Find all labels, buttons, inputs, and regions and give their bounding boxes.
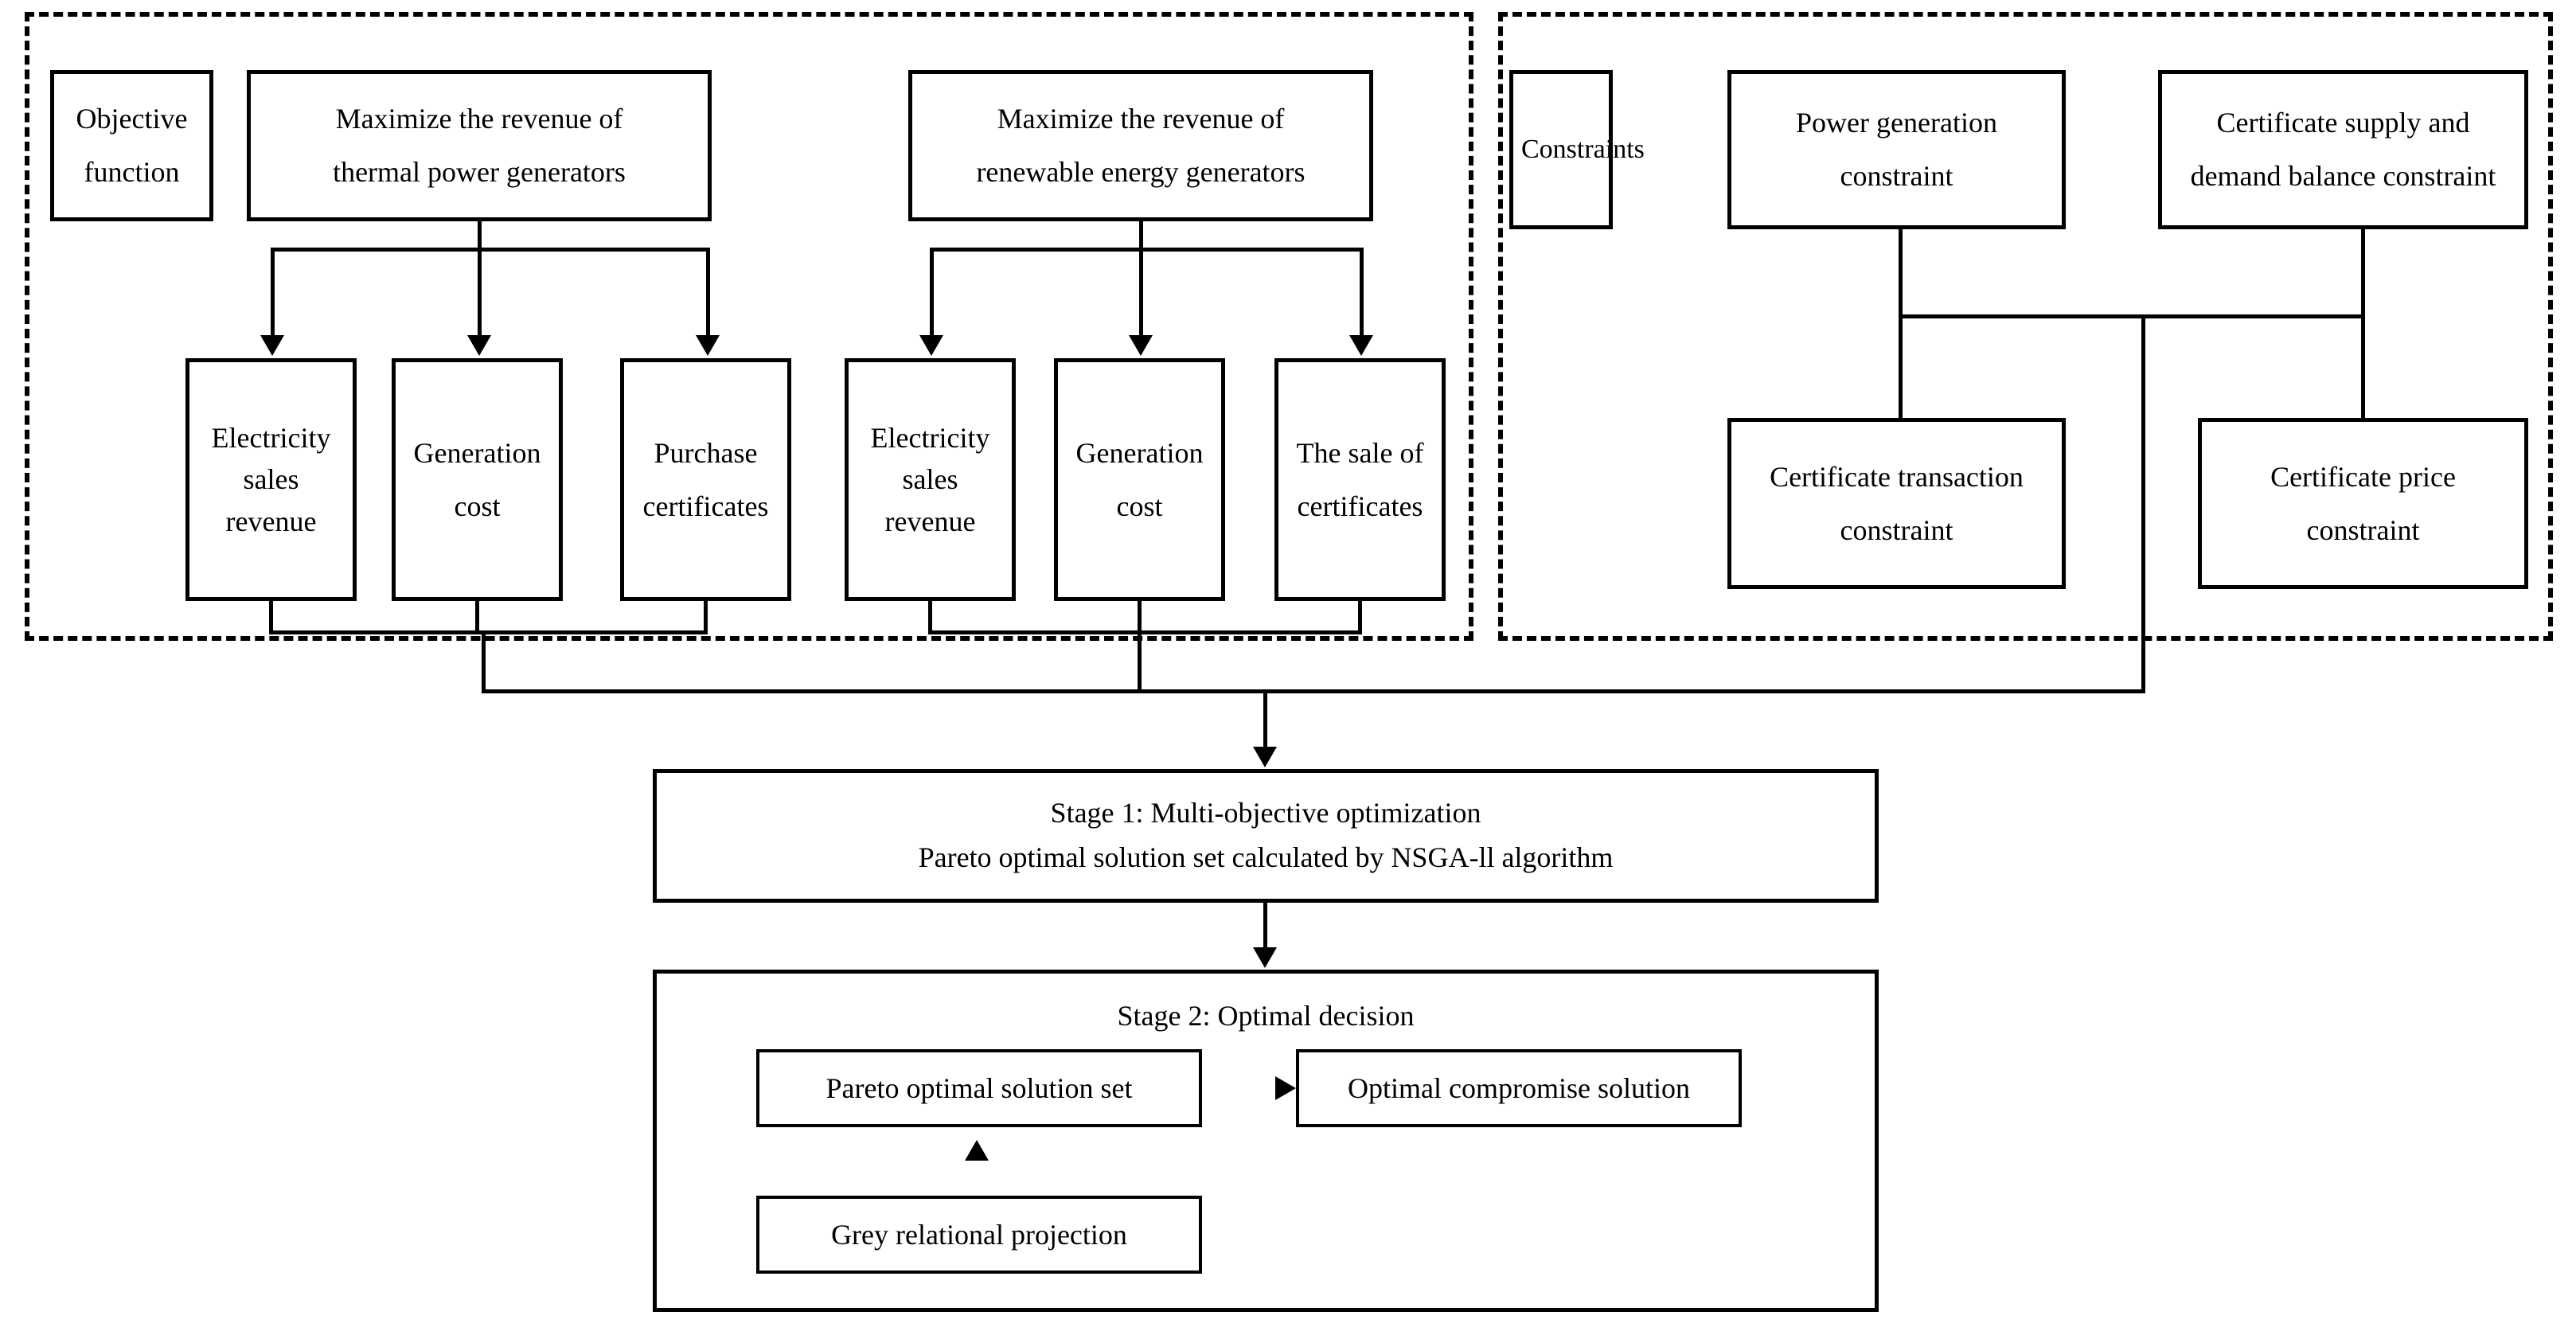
renewable-fanin-stem [1138,630,1142,693]
renewable-fanout-stem [1139,221,1143,252]
stage2-optimal-compromise-box[interactable]: Optimal compromise solution [1296,1049,1742,1127]
stage2-title: Stage 2: Optimal decision [1117,1000,1415,1032]
renewable-fanin-riser-2 [1138,601,1142,634]
constraint-cert-supply-downlink [2361,229,2365,418]
renewable-drop-1 [930,248,934,337]
renewable-arrowhead-2 [1129,335,1153,356]
constraint-certificate-price-box[interactable]: Certificate price constraint [2198,418,2528,589]
thermal-term-purchase-certificates[interactable]: Purchase certificates [620,358,791,601]
objective-function-label-box[interactable]: Objective function [50,70,213,221]
renewable-fanin-bus [928,630,1362,634]
objective-renewable-box[interactable]: Maximize the revenue of renewable energy… [908,70,1373,221]
stage2-pareto-set-box[interactable]: Pareto optimal solution set [756,1049,1202,1127]
constraint-certificate-supply-line2: demand balance constraint [2190,160,2496,192]
constraint-group-output-stem [2141,314,2145,693]
stage2-grey-projection-box[interactable]: Grey relational projection [756,1196,1202,1274]
renewable-term-3-line1: The sale of [1296,436,1424,469]
objective-thermal-line2: thermal power generators [333,156,626,188]
thermal-term-2-line2: cost [454,490,501,522]
renewable-fanout-bus [930,248,1364,252]
objective-thermal-box[interactable]: Maximize the revenue of thermal power ge… [247,70,712,221]
constraint-certificate-transaction-line2: constraint [1840,513,1953,546]
pareto-to-compromise-arrowhead [1275,1076,1296,1100]
renewable-term-2-line1: Generation [1075,436,1204,469]
objective-renewable-line2: renewable energy generators [976,156,1306,188]
constraint-power-generation-box[interactable]: Power generation constraint [1727,70,2066,229]
objective-function-label-line2: function [84,156,180,188]
constraint-power-gen-downlink [1899,229,1903,418]
renewable-term-1-line1: Electricity [870,422,990,455]
thermal-term-generation-cost[interactable]: Generation cost [392,358,563,601]
thermal-term-3-line2: certificates [642,490,769,522]
thermal-drop-2 [478,248,482,337]
stage2-arrowhead [1253,947,1277,968]
renewable-arrowhead-1 [919,335,943,356]
renewable-fanin-riser-1 [928,601,932,634]
constraint-power-generation-line1: Power generation [1796,107,1997,139]
grey-to-pareto-arrowhead [965,1140,989,1161]
stage2-pareto-set-label: Pareto optimal solution set [825,1071,1133,1104]
renewable-term-1-line2: sales [902,463,958,496]
thermal-fanin-stem [482,630,486,693]
thermal-fanin-riser-2 [475,601,479,634]
thermal-fanin-bus [269,630,708,634]
constraints-label-box[interactable]: Constraints [1509,70,1645,229]
renewable-term-2-line2: cost [1116,490,1163,522]
thermal-term-2-line1: Generation [413,436,541,469]
constraints-label-line1: Constraints [1521,134,1645,164]
renewable-term-1-line3: revenue [884,505,976,537]
constraint-certificate-price-line1: Certificate price [2270,460,2456,493]
renewable-drop-3 [1360,248,1364,337]
thermal-term-1-line2: sales [243,463,299,496]
thermal-term-3-line1: Purchase [654,436,758,469]
renewable-term-sale-of-certificates[interactable]: The sale of certificates [1274,358,1446,601]
thermal-drop-3 [706,248,710,337]
thermal-arrowhead-3 [696,335,720,356]
stage1-box[interactable]: Stage 1: Multi-objective optimization Pa… [653,769,1879,903]
stage1-line2: Pareto optimal solution set calculated b… [918,841,1614,873]
constraint-power-generation-line2: constraint [1840,160,1953,192]
stage2-grey-projection-label: Grey relational projection [831,1218,1127,1251]
thermal-drop-1 [271,248,275,337]
objective-function-label-line1: Objective [76,103,188,135]
constraint-certificate-price-line2: constraint [2306,513,2420,546]
objective-function-group-container [25,12,1473,641]
renewable-drop-2 [1139,248,1143,337]
constraint-cross-bus [1899,314,2365,318]
constraints-group-container [1498,12,2553,641]
thermal-term-1-line1: Electricity [211,422,331,455]
thermal-term-electricity-sales-revenue[interactable]: Electricity sales revenue [185,358,357,601]
thermal-fanin-riser-3 [704,601,708,634]
constraint-certificate-supply-demand-box[interactable]: Certificate supply and demand balance co… [2158,70,2528,229]
renewable-term-generation-cost[interactable]: Generation cost [1054,358,1225,601]
stage1-to-stage2-stem [1263,903,1267,950]
thermal-fanout-stem [478,221,482,252]
renewable-fanin-riser-3 [1358,601,1362,634]
constraint-certificate-supply-line1: Certificate supply and [2216,107,2470,139]
constraint-certificate-transaction-line1: Certificate transaction [1770,460,2024,493]
renewable-term-electricity-sales-revenue[interactable]: Electricity sales revenue [845,358,1016,601]
thermal-arrowhead-1 [260,335,284,356]
thermal-term-1-line3: revenue [225,505,317,537]
objective-renewable-line1: Maximize the revenue of [997,103,1285,135]
constraint-certificate-transaction-box[interactable]: Certificate transaction constraint [1727,418,2066,589]
stage1-arrowhead [1253,747,1277,767]
stage1-collector-bus [482,689,2145,693]
stage1-line1: Stage 1: Multi-objective optimization [1050,797,1481,829]
objective-thermal-line1: Maximize the revenue of [335,103,623,135]
thermal-arrowhead-2 [467,335,491,356]
thermal-fanout-bus [271,248,710,252]
stage1-feed-stem [1263,689,1267,750]
stage2-optimal-compromise-label: Optimal compromise solution [1348,1071,1690,1104]
thermal-fanin-riser-1 [269,601,273,634]
renewable-term-3-line2: certificates [1297,490,1423,522]
renewable-arrowhead-3 [1349,335,1373,356]
